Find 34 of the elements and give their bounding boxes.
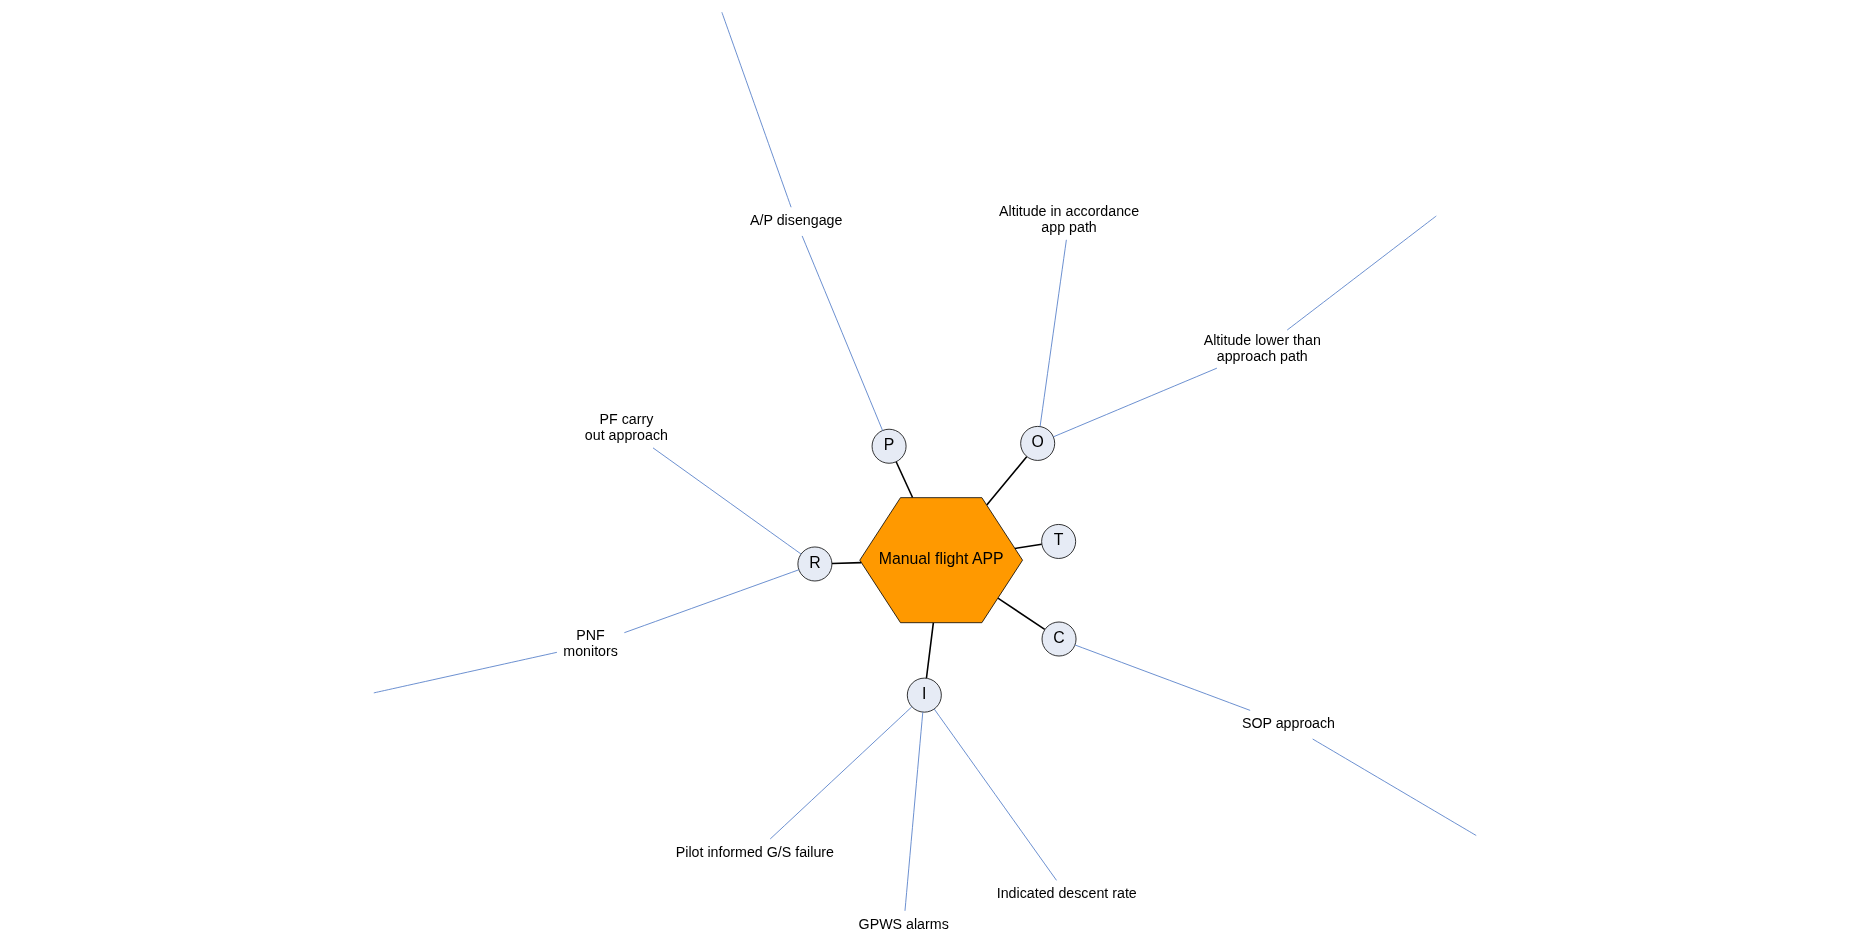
connector xyxy=(1286,215,1437,331)
node-circle: T xyxy=(1041,524,1077,559)
node-text: PF carry out approach xyxy=(584,411,668,444)
connector xyxy=(721,11,792,208)
node-text: Pilot informed G/S failure xyxy=(675,843,834,860)
connector xyxy=(933,708,1057,881)
connector xyxy=(801,235,883,431)
connector xyxy=(652,447,802,555)
node-text: Altitude in accordance app path xyxy=(999,203,1140,236)
node-circle: I xyxy=(906,677,942,713)
node-text: PNF monitors xyxy=(563,627,618,660)
connector xyxy=(986,455,1028,506)
node-text: A/P disengage xyxy=(750,212,843,229)
node-circle: C xyxy=(1041,621,1077,657)
node-circle: P xyxy=(871,428,907,464)
connector xyxy=(895,460,914,499)
node-text: Indicated descent rate xyxy=(996,885,1137,902)
node-circle: O xyxy=(1020,426,1056,461)
connector xyxy=(1074,644,1251,711)
connector xyxy=(373,651,558,694)
connector xyxy=(1053,367,1218,438)
connector xyxy=(1014,543,1043,550)
connector xyxy=(769,706,913,840)
node-text: Altitude lower than approach path xyxy=(1203,331,1321,364)
node-text: SOP approach xyxy=(1241,715,1336,732)
connector xyxy=(1312,738,1477,836)
connector xyxy=(623,569,800,634)
connector xyxy=(1039,239,1067,427)
connector xyxy=(904,711,924,912)
connector xyxy=(925,622,935,679)
connector xyxy=(831,561,862,565)
connector xyxy=(997,597,1046,631)
node-circle: R xyxy=(797,546,833,582)
node-text: GPWS alarms xyxy=(858,915,949,932)
